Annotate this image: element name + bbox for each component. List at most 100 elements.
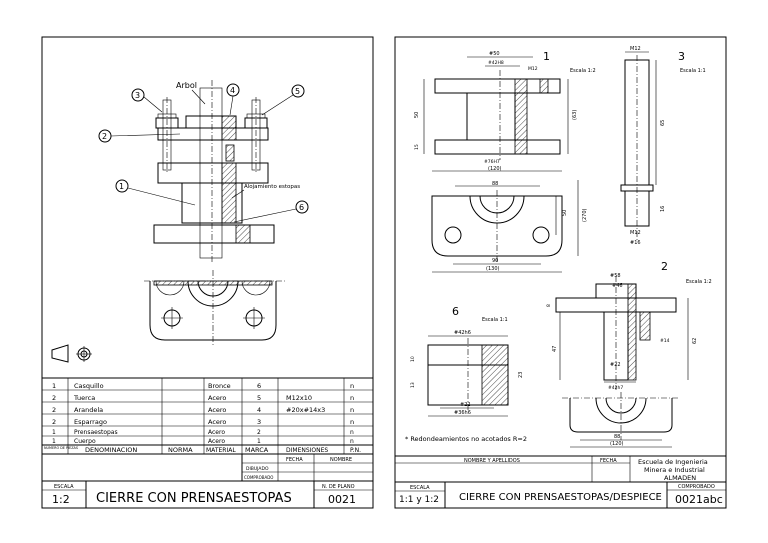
svg-text:M12: M12 bbox=[630, 230, 641, 236]
svg-text:13: 13 bbox=[410, 382, 416, 388]
header-material: MATERIAL bbox=[206, 447, 236, 454]
view-6-bushing: 6 Escala 1:1 #42h6 10 13 23 #22 #36h6 bbox=[410, 305, 524, 417]
parts-cell-n: 2 bbox=[52, 406, 56, 414]
parts-cell-dim: M12x10 bbox=[286, 394, 312, 402]
svg-text:16: 16 bbox=[660, 206, 666, 212]
svg-text:M12: M12 bbox=[630, 46, 641, 52]
view-6-scale: Escala 1:1 bbox=[482, 317, 508, 323]
balloon-4: 4 bbox=[226, 83, 240, 116]
parts-cell-name: Arandela bbox=[74, 406, 103, 414]
header-marca: MARCA bbox=[245, 446, 269, 454]
parts-cell-pn: n bbox=[350, 406, 354, 414]
alojamiento-label: Alojamiento estopas bbox=[244, 184, 300, 190]
header-pn: P.N. bbox=[350, 447, 361, 454]
left-title-block: FECHA NOMBRE DIBUJADO COMPROBADO ESCALA … bbox=[41, 453, 374, 509]
svg-text:#42H8: #42H8 bbox=[488, 60, 504, 66]
school-line-1: Escuela de Ingenieria bbox=[638, 458, 708, 466]
escala-label: ESCALA bbox=[54, 484, 74, 490]
escala-value: 1:2 bbox=[52, 493, 70, 506]
parts-cell-n: 2 bbox=[52, 394, 56, 402]
svg-text:62: 62 bbox=[692, 338, 698, 344]
svg-text:#42h7: #42h7 bbox=[608, 385, 623, 391]
parts-cell-material: Bronce bbox=[208, 382, 231, 390]
parts-cell-pn: n bbox=[350, 429, 354, 436]
svg-text:90: 90 bbox=[492, 258, 498, 264]
parts-cell-marca: 5 bbox=[257, 394, 261, 402]
parts-list-header: NUMERO DE PIEZAS DENOMINACION NORMA MATE… bbox=[44, 446, 361, 454]
parts-cell-marca: 2 bbox=[257, 429, 261, 436]
svg-text:#58: #58 bbox=[610, 273, 621, 279]
parts-cell-marca: 1 bbox=[257, 438, 261, 445]
header-norma: NORMA bbox=[168, 446, 193, 454]
svg-text:5: 5 bbox=[295, 87, 300, 96]
parts-cell-pn: n bbox=[350, 394, 354, 402]
balloon-1: 1 bbox=[115, 179, 196, 206]
view-3-stud: 3 Escala 1:1 M12 65 16 M12 #16 bbox=[620, 46, 706, 246]
arbol-label: Arbol bbox=[176, 81, 197, 90]
svg-text:4: 4 bbox=[230, 86, 235, 95]
parts-list-table bbox=[41, 377, 374, 455]
view-2-scale: Escala 1:2 bbox=[686, 279, 712, 285]
projection-symbol-icon bbox=[51, 344, 92, 363]
parts-cell-n: 1 bbox=[52, 382, 56, 390]
nombre-label: NOMBRE bbox=[330, 457, 352, 463]
plano-label: N. DE PLANO bbox=[322, 484, 355, 490]
parts-cell-pn: n bbox=[350, 438, 354, 445]
view-1-number: 1 bbox=[543, 50, 550, 63]
parts-cell-marca: 3 bbox=[257, 418, 261, 426]
svg-text:88: 88 bbox=[492, 181, 498, 187]
svg-text:6: 6 bbox=[299, 203, 304, 212]
parts-cell-n: 1 bbox=[52, 429, 56, 436]
comprobado-label: COMPROBADO bbox=[244, 475, 273, 480]
assembly-plan-view bbox=[144, 270, 285, 345]
svg-text:#14: #14 bbox=[660, 338, 670, 344]
svg-text:#22: #22 bbox=[460, 402, 471, 408]
balloon-5: 5 bbox=[261, 84, 305, 116]
right-sheet: 1 Escala 1:2 #50 #42H8 M12 50 (63) 15 #7… bbox=[394, 36, 727, 509]
parts-cell-n: 1 bbox=[52, 438, 56, 445]
school-line-2: Minera e Industrial bbox=[644, 466, 705, 474]
svg-text:#50: #50 bbox=[489, 51, 500, 57]
parts-cell-n: 2 bbox=[52, 418, 56, 426]
svg-text:#16: #16 bbox=[630, 240, 641, 246]
svg-text:65: 65 bbox=[660, 120, 666, 126]
fecha-label: FECHA bbox=[286, 457, 303, 463]
header-numero: NUMERO DE PIEZAS bbox=[44, 446, 78, 450]
parts-cell-material: Acero bbox=[208, 429, 225, 436]
parts-cell-name: Casquillo bbox=[74, 382, 104, 390]
parts-cell-pn: n bbox=[350, 382, 354, 390]
header-denominacion: DENOMINACION bbox=[85, 446, 137, 454]
svg-text:23: 23 bbox=[518, 372, 524, 378]
view-6-number: 6 bbox=[452, 305, 459, 318]
parts-cell-material: Acero bbox=[208, 418, 226, 426]
left-sheet: Arbol Alojamiento estopas 3 4 5 2 bbox=[41, 36, 374, 509]
plano-value: 0021 bbox=[328, 493, 356, 506]
svg-text:50: 50 bbox=[562, 210, 568, 216]
svg-text:(120): (120) bbox=[488, 166, 501, 172]
nombre-apellidos-label: NOMBRE Y APELLIDOS bbox=[464, 458, 520, 464]
parts-cell-name: Cuerpo bbox=[74, 438, 96, 445]
header-dimensiones: DIMENSIONES bbox=[286, 447, 328, 454]
svg-text:#46: #46 bbox=[612, 283, 623, 289]
parts-cell-name: Tuerca bbox=[73, 394, 95, 402]
right-comprobado-label: COMPROBADO bbox=[678, 484, 715, 490]
svg-text:(270): (270) bbox=[582, 209, 588, 222]
svg-text:M12: M12 bbox=[528, 66, 538, 72]
svg-text:#22: #22 bbox=[610, 362, 621, 368]
right-fecha-label: FECHA bbox=[600, 458, 617, 464]
balloon-2: 2 bbox=[98, 129, 181, 143]
dibujado-label: DIBUJADO bbox=[246, 466, 269, 472]
svg-text:(130): (130) bbox=[486, 266, 499, 272]
svg-text:#42h6: #42h6 bbox=[454, 330, 471, 336]
view-1-body: 1 Escala 1:2 #50 #42H8 M12 50 (63) 15 #7… bbox=[414, 50, 596, 273]
parts-cell-marca: 4 bbox=[257, 406, 261, 414]
svg-text:1: 1 bbox=[119, 182, 124, 191]
assembly-callouts: Arbol Alojamiento estopas 3 4 5 2 bbox=[98, 81, 309, 223]
school-line-3: ALMADEN bbox=[664, 474, 696, 482]
svg-text:(63): (63) bbox=[572, 110, 578, 120]
parts-cell-material: Acero bbox=[208, 438, 225, 445]
right-title-block: NOMBRE Y APELLIDOS FECHA Escuela de Inge… bbox=[394, 455, 727, 509]
balloon-6: 6 bbox=[233, 200, 309, 223]
